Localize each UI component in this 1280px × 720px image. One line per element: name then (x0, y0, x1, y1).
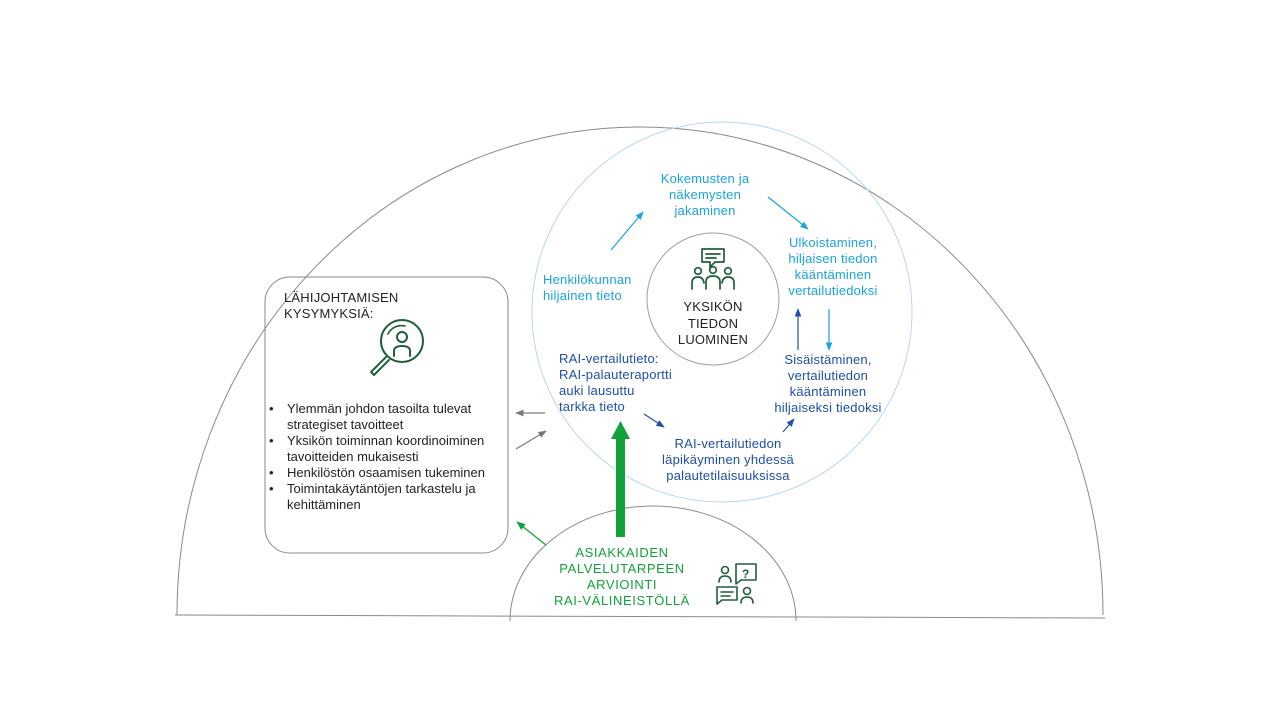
svg-text:?: ? (742, 567, 749, 581)
center-circle (646, 232, 780, 366)
center-label: YKSIKÖN TIEDON LUOMINEN (677, 299, 749, 347)
arrow-box-to-cycle (515, 430, 547, 450)
sharing-label: Kokemusten ja näkemysten jakaminen (660, 171, 750, 218)
leadership-item: Henkilöstön osaamisen tukeminen (268, 465, 500, 481)
assessment-label: ASIAKKAIDEN PALVELUTARPEEN ARVIOINTI RAI… (554, 545, 690, 608)
big-green-arrow-shaft (616, 437, 625, 537)
review-label: RAI-vertailutiedon läpikäyminen yhdessä … (662, 436, 794, 483)
arrow-tacit-to-sharing (610, 211, 644, 251)
leadership-title: LÄHIJOHTAMISEN KYSYMYKSIÄ: (284, 290, 399, 321)
magnifier-person-icon (370, 319, 424, 376)
leadership-list: Ylemmän johdon tasoilta tulevat strategi… (268, 401, 500, 513)
assessment-semicircle (509, 505, 797, 622)
baseline (174, 614, 1106, 619)
arrow-rai-to-review (643, 413, 665, 428)
leadership-item: Toimintakäytäntöjen tarkastelu ja kehitt… (268, 481, 500, 513)
externalization-label: Ulkoistaminen, hiljaisen tiedon kääntämi… (788, 235, 878, 298)
leadership-box (264, 276, 509, 554)
tacit-knowledge-label: Henkilökunnan hiljainen tieto (543, 272, 632, 303)
internalization-label: Sisäistäminen, vertailutiedon kääntämine… (774, 352, 882, 415)
leadership-item: Yksikön toiminnan koordinoiminen tavoitt… (268, 433, 500, 465)
leadership-item: Ylemmän johdon tasoilta tulevat strategi… (268, 401, 500, 433)
arrow-assessment-to-box (516, 521, 547, 546)
outer-semicircle (176, 126, 1104, 616)
rai-info-label: RAI-vertailutieto: RAI-palauteraportti a… (559, 351, 672, 414)
cycle-circle (531, 121, 913, 503)
conversation-icon: ? (716, 563, 757, 605)
team-chat-icon (691, 248, 735, 290)
arrow-sharing-to-external (767, 196, 809, 230)
big-green-arrow-head (611, 421, 630, 439)
arrow-review-to-internal (782, 418, 795, 433)
